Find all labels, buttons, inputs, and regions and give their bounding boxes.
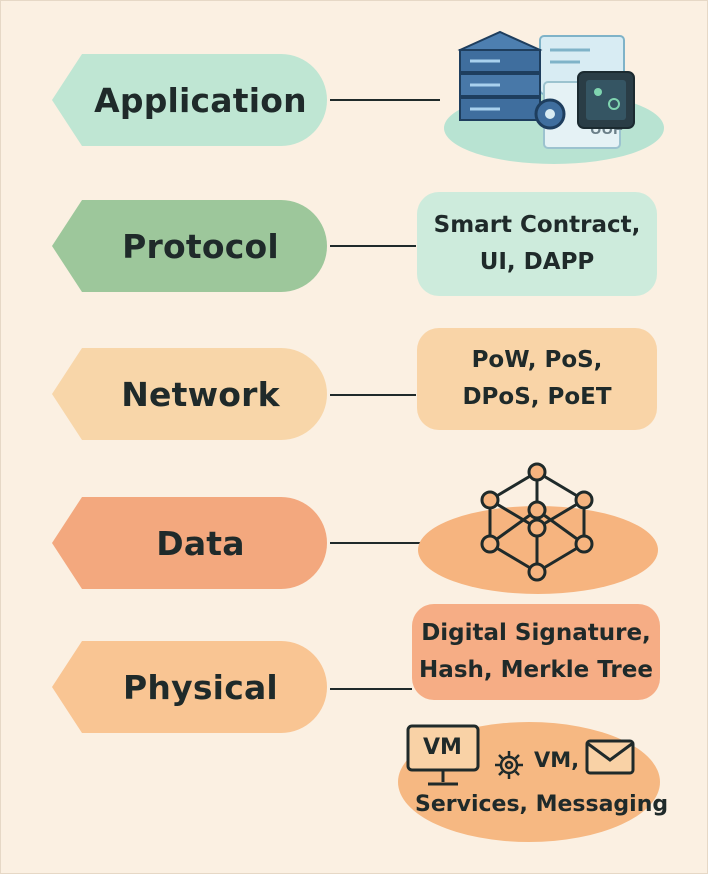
network-detail-box: PoW, PoS, DPoS, PoET: [417, 328, 657, 430]
layer-data: Data: [52, 497, 327, 589]
monitor-vm-label: VM: [423, 735, 462, 760]
physical-detail-line-1: Digital Signature,: [421, 620, 651, 646]
layer-label-physical: Physical: [123, 667, 278, 707]
layer-label-network: Network: [121, 374, 280, 414]
vm-monitor-icon: [406, 724, 480, 786]
layer-network: Network: [52, 348, 327, 440]
physical-detail-line-2: Hash, Merkle Tree: [419, 657, 653, 683]
network-detail-line-1: PoW, PoS,: [471, 347, 603, 373]
connector-physical: [330, 688, 412, 690]
connector-data: [330, 542, 420, 544]
layer-label-data: Data: [156, 523, 245, 563]
connector-application: [330, 99, 440, 101]
physical-detail-box: Digital Signature, Hash, Merkle Tree: [412, 604, 660, 700]
layer-label-application: Application: [94, 80, 307, 120]
connector-protocol: [330, 245, 416, 247]
layer-application: Application: [52, 54, 327, 146]
network-detail-line-2: DPoS, PoET: [462, 384, 612, 410]
protocol-detail-line-1: Smart Contract,: [433, 212, 641, 238]
gear-icon: [495, 751, 523, 779]
connector-network: [330, 394, 416, 396]
network-cube-icon: [480, 462, 594, 582]
services-caption: Services, Messaging: [415, 792, 669, 817]
layer-physical: Physical: [52, 641, 327, 733]
protocol-detail-line-2: UI, DAPP: [479, 249, 595, 275]
vm-text: VM,: [534, 748, 580, 772]
layer-protocol: Protocol: [52, 200, 327, 292]
mail-icon: [585, 739, 635, 775]
server-stack-icon: UUF: [457, 30, 635, 149]
layer-label-protocol: Protocol: [122, 226, 279, 266]
protocol-detail-box: Smart Contract, UI, DAPP: [417, 192, 657, 296]
